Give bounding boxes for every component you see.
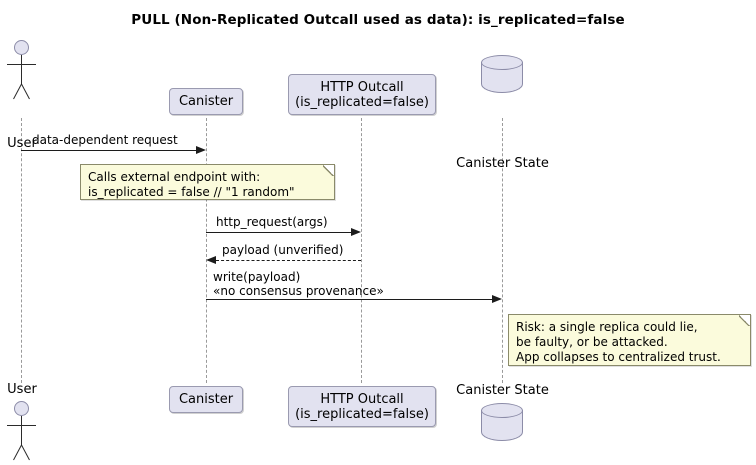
note-risk-line-3: App collapses to centralized trust.	[516, 350, 721, 364]
diagram-title: PULL (Non-Replicated Outcall used as dat…	[131, 12, 625, 28]
message-line-data-dependent-request	[21, 150, 197, 151]
participant-label-state-top: Canister State	[456, 156, 549, 171]
participant-label-canister-top: Canister	[178, 94, 234, 109]
note-fold-corner-icon	[323, 165, 334, 176]
message-label-write-payload-line2: «no consensus provenance»	[213, 284, 384, 298]
participant-label-state-bottom: Canister State	[456, 383, 549, 398]
actor-head-icon-bottom	[14, 401, 29, 416]
actor-leg-right-icon-bottom	[21, 444, 30, 461]
note-risk-line-2: be faulty, or be attacked.	[516, 335, 668, 349]
message-line-http-request	[206, 232, 351, 233]
message-arrowhead-write-payload	[492, 294, 502, 303]
note-line-1: Calls external endpoint with:	[88, 170, 261, 184]
message-label-data-dependent-request: data-dependent request	[32, 133, 178, 147]
participant-outcall-bottom[interactable]: HTTP Outcall (is_replicated=false)	[288, 386, 436, 427]
actor-body-icon-bottom	[21, 416, 22, 446]
participant-state-top[interactable]: Canister State	[452, 55, 553, 171]
message-arrowhead-payload-return	[206, 255, 216, 264]
note-line-2: is_replicated = false // "1 random"	[88, 185, 295, 199]
actor-user-bottom: User	[0, 382, 44, 465]
actor-leg-left-icon-bottom	[13, 444, 22, 461]
lifeline-outcall	[361, 118, 362, 383]
lifeline-canister	[206, 118, 207, 383]
message-label-http-request: http_request(args)	[216, 215, 328, 229]
participant-outcall-top[interactable]: HTTP Outcall (is_replicated=false)	[288, 74, 436, 115]
actor-leg-right-icon	[21, 83, 30, 100]
message-label-write-payload: write(payload) «no consensus provenance»	[213, 270, 384, 298]
message-arrowhead-http-request	[351, 227, 361, 236]
participant-state-bottom[interactable]: Canister State	[452, 383, 553, 463]
actor-leg-left-icon	[13, 83, 22, 100]
participant-canister-top[interactable]: Canister	[169, 88, 243, 115]
note-calls-external-endpoint: Calls external endpoint with: is_replica…	[80, 164, 335, 200]
actor-label-user-bottom: User	[7, 382, 37, 397]
message-line-payload-return	[216, 260, 361, 261]
lifeline-user	[21, 118, 22, 383]
message-arrowhead-data-dependent-request	[196, 145, 206, 154]
database-cylinder-icon-bottom	[481, 403, 523, 447]
lifeline-state	[502, 118, 503, 383]
database-cylinder-icon-top	[481, 55, 523, 99]
message-line-write-payload	[206, 299, 493, 300]
message-label-write-payload-line1: write(payload)	[213, 270, 301, 284]
participant-sublabel-outcall-top: (is_replicated=false)	[295, 94, 429, 110]
actor-body-icon	[21, 55, 22, 85]
participant-label-canister-bottom: Canister	[178, 392, 234, 407]
participant-sublabel-outcall-bottom: (is_replicated=false)	[295, 406, 429, 422]
actor-arms-icon	[7, 64, 36, 65]
note-risk: Risk: a single replica could lie, be fau…	[508, 314, 751, 366]
message-label-payload-return: payload (unverified)	[222, 243, 344, 257]
actor-user-top: User	[0, 40, 44, 151]
note-risk-line-1: Risk: a single replica could lie,	[516, 320, 698, 334]
participant-label-outcall-top: HTTP Outcall	[320, 79, 404, 95]
actor-arms-icon-bottom	[7, 425, 36, 426]
actor-head-icon	[14, 40, 29, 55]
note-risk-fold-corner-icon	[739, 315, 750, 326]
actor-label-user-top: User	[7, 136, 37, 151]
participant-label-outcall-bottom: HTTP Outcall	[320, 391, 404, 407]
participant-canister-bottom[interactable]: Canister	[169, 386, 243, 413]
